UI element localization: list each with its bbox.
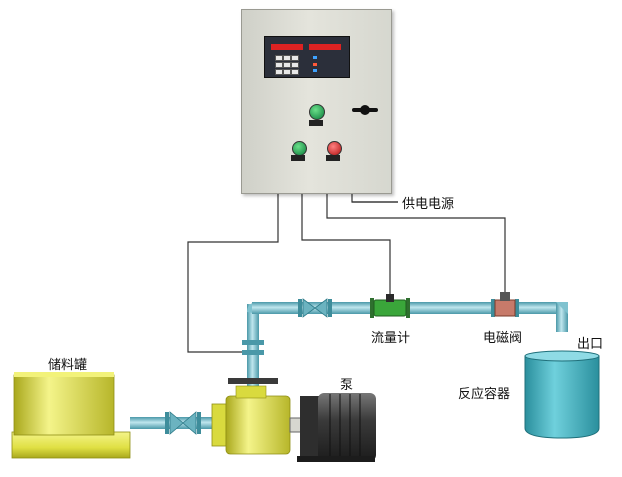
outlet-label: 出口 — [577, 337, 604, 352]
pump-motor — [297, 393, 376, 462]
keypad-key[interactable] — [283, 62, 291, 68]
keypad-key[interactable] — [291, 55, 299, 61]
keypad-key[interactable] — [275, 55, 283, 61]
flow-meter-label: 流量计 — [371, 331, 411, 346]
selector-switch[interactable] — [352, 103, 378, 117]
flow-meter — [370, 294, 410, 318]
reactor-label: 反应容器 — [458, 387, 511, 402]
manual-valve — [298, 298, 332, 318]
suction-pipe — [130, 411, 222, 435]
status-led — [313, 69, 317, 72]
keypad-key[interactable] — [283, 69, 291, 75]
display-digits-right — [309, 44, 341, 50]
solenoid-valve — [491, 292, 519, 317]
keypad-key[interactable] — [275, 69, 283, 75]
controller-display — [264, 36, 350, 78]
keypad-key[interactable] — [291, 62, 299, 68]
stop-button-red[interactable] — [327, 141, 342, 156]
run-indicator-base — [309, 120, 323, 126]
wire-to-valve — [326, 192, 506, 297]
storage-tank-label: 储料罐 — [48, 358, 88, 373]
storage-tank — [11, 372, 131, 459]
keypad-key[interactable] — [275, 62, 283, 68]
status-led — [313, 56, 317, 59]
stop-button-base — [326, 155, 340, 161]
keypad-key[interactable] — [291, 69, 299, 75]
signal-wires — [187, 192, 506, 353]
pump-label: 泵 — [340, 378, 354, 393]
status-led — [313, 63, 317, 66]
reactor-vessel — [524, 350, 600, 439]
wire-to-flow-meter — [301, 192, 391, 297]
power-supply-label: 供电电源 — [402, 197, 455, 212]
solenoid-valve-label: 电磁阀 — [483, 331, 523, 346]
wire-to-pump — [187, 192, 279, 353]
run-indicator-green[interactable] — [309, 104, 325, 120]
start-button-base — [291, 155, 305, 161]
pump — [211, 378, 305, 455]
keypad-key[interactable] — [283, 55, 291, 61]
start-button-green[interactable] — [292, 141, 307, 156]
display-digits-left — [271, 44, 303, 50]
